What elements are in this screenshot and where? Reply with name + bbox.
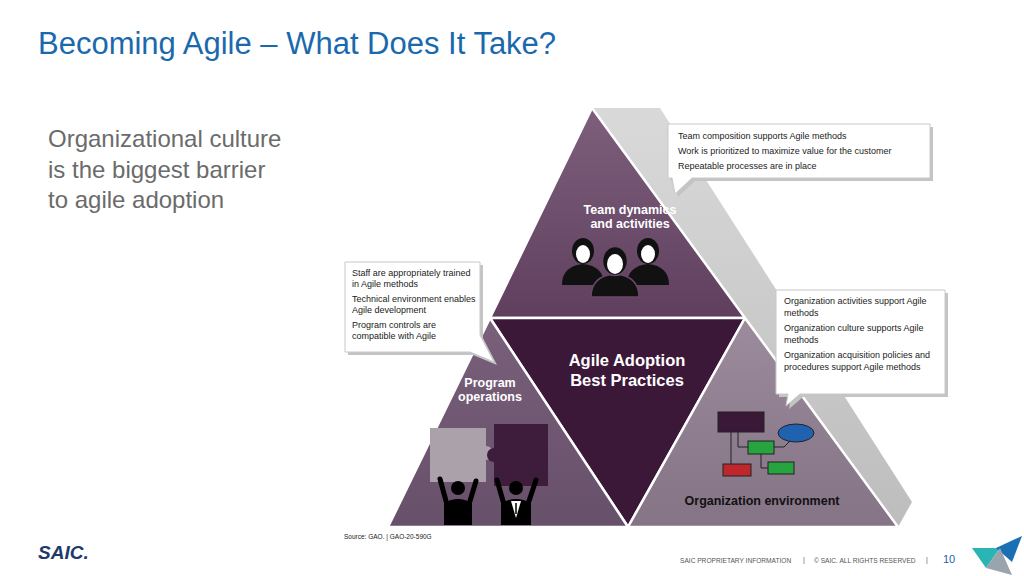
triangle-text: Organization environment bbox=[662, 494, 862, 508]
flowchart-icon bbox=[774, 441, 790, 447]
brand-mark bbox=[996, 536, 1022, 562]
puzzle-icon bbox=[430, 424, 548, 486]
people-silhouettes bbox=[451, 481, 465, 495]
key-message: Organizational culture is the biggest ba… bbox=[48, 124, 283, 216]
callout-fill bbox=[668, 124, 930, 194]
triangle-text: Agile Adoption Best Practices bbox=[552, 350, 702, 390]
triangle-text: Team dynamics and activities bbox=[575, 203, 685, 231]
brand-mark bbox=[986, 548, 1012, 575]
callout-item: Work is prioritized to maximize value fo… bbox=[678, 145, 926, 157]
flowchart-icon bbox=[731, 432, 732, 464]
callout-fill bbox=[776, 290, 945, 406]
flowchart-icon bbox=[778, 424, 814, 442]
people-silhouettes bbox=[511, 501, 521, 518]
company-logo: SAIC. bbox=[38, 542, 89, 564]
triangle-label: Agile Adoption Best Practices bbox=[552, 350, 702, 390]
callout-node: Organization activities support Agile me… bbox=[771, 285, 950, 411]
team-icon bbox=[637, 238, 659, 264]
team-icon bbox=[576, 245, 590, 263]
flowchart-icon bbox=[768, 462, 794, 474]
team-icon bbox=[562, 238, 669, 297]
flowchart-icon bbox=[761, 454, 768, 468]
callout-node: Staff are appropriately trained in Agile… bbox=[340, 257, 499, 367]
callout-item: Organization acquisition policies and pr… bbox=[784, 350, 936, 373]
callout-text: Staff are appropriately trained in Agile… bbox=[352, 268, 477, 342]
callout-text: Organization activities support Agile me… bbox=[784, 296, 936, 373]
callout-item: Team composition supports Agile methods bbox=[678, 130, 926, 142]
team-icon bbox=[641, 245, 655, 263]
people-silhouettes bbox=[501, 499, 531, 525]
flowchart-icon bbox=[748, 441, 774, 454]
people-silhouettes bbox=[529, 480, 536, 501]
people-silhouettes bbox=[444, 499, 472, 525]
flowchart-icon bbox=[738, 432, 748, 447]
team-icon bbox=[572, 238, 594, 264]
slide-title: Becoming Agile – What Does It Take? bbox=[38, 26, 556, 62]
page-number: 10 bbox=[943, 553, 955, 565]
people-silhouettes bbox=[509, 481, 523, 495]
triangle-label: Team dynamics and activities bbox=[575, 203, 685, 231]
footer-text: © SAIC. ALL RIGHTS RESERVED bbox=[814, 557, 916, 564]
people-silhouettes bbox=[440, 479, 446, 501]
footer-separator: | bbox=[803, 556, 805, 563]
people-silhouettes bbox=[440, 479, 536, 525]
callout-fill bbox=[345, 262, 494, 362]
callout-item: Organization activities support Agile me… bbox=[784, 296, 936, 319]
callout-item: Technical environment enables Agile deve… bbox=[352, 294, 477, 316]
triangle-text: Program operations bbox=[450, 376, 530, 404]
triangle-label: Organization environment bbox=[662, 494, 862, 508]
team-icon bbox=[591, 274, 639, 297]
puzzle-icon bbox=[487, 424, 548, 486]
callout-item: Program controls are compatible with Agi… bbox=[352, 320, 477, 342]
brand-mark bbox=[972, 536, 1022, 575]
puzzle-icon bbox=[430, 428, 493, 482]
callout-item: Organization culture supports Agile meth… bbox=[784, 323, 936, 346]
callout-node: Team composition supports Agile methodsW… bbox=[663, 119, 935, 199]
people-silhouettes bbox=[497, 480, 503, 501]
triangle-fill bbox=[388, 318, 628, 527]
brand-mark bbox=[972, 548, 1000, 568]
triangle-fill bbox=[628, 318, 898, 527]
callout-item: Staff are appropriately trained in Agile… bbox=[352, 268, 477, 290]
people-silhouettes bbox=[515, 503, 517, 514]
team-icon bbox=[627, 264, 669, 285]
team-icon bbox=[607, 254, 623, 274]
callout-text: Team composition supports Agile methodsW… bbox=[678, 130, 926, 172]
flowchart-icon bbox=[723, 464, 751, 476]
source-note: Source: GAO. | GAO-20-590G bbox=[344, 533, 432, 540]
team-icon bbox=[603, 247, 628, 276]
people-silhouettes bbox=[470, 481, 476, 501]
flowchart-icon bbox=[718, 412, 764, 432]
triangle-label: Program operations bbox=[450, 376, 530, 404]
footer-separator: | bbox=[926, 556, 928, 563]
footer-text: SAIC PROPRIETARY INFORMATION bbox=[680, 557, 791, 564]
flowchart-icon bbox=[718, 412, 814, 476]
team-icon bbox=[562, 264, 604, 285]
callout-item: Repeatable processes are in place bbox=[678, 160, 926, 172]
